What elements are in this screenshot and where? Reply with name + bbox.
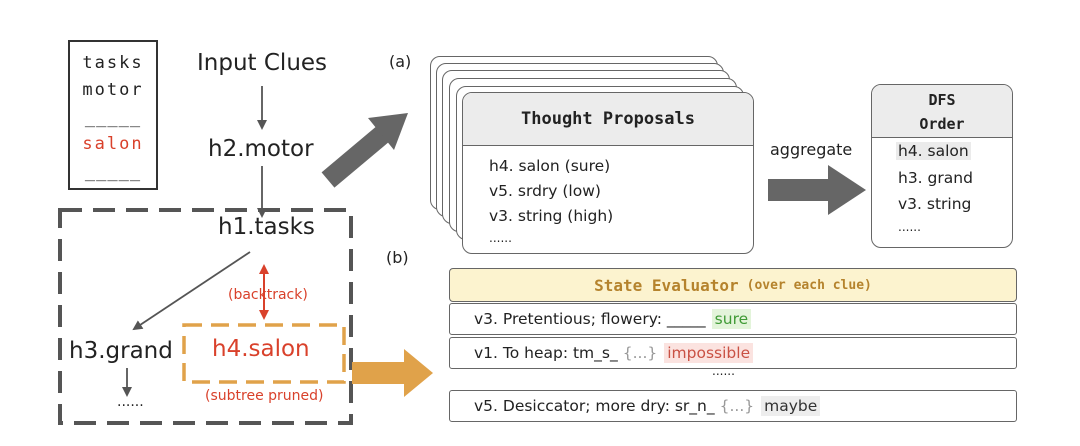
proposal-ellipsis: ......	[489, 231, 512, 245]
node-h2: h2.motor	[208, 136, 314, 162]
h3-children-ellipsis: ......	[117, 394, 144, 410]
thought-proposals-title: Thought Proposals	[463, 93, 753, 146]
evaluator-ellipsis: {...}	[719, 397, 755, 415]
dfs-item: v3. string	[898, 195, 972, 213]
aggregate-label: aggregate	[770, 140, 853, 159]
grid-row: _____	[84, 162, 142, 182]
grid-row: _____	[84, 108, 142, 128]
evaluator-row: v3. Pretentious; flowery: _____ sure	[449, 303, 1017, 335]
proposal-item: v5. srdry (low)	[489, 182, 601, 200]
grid-row: motor	[82, 80, 144, 100]
backtrack-label: (backtrack)	[228, 287, 308, 303]
grid-row-highlighted: salon	[82, 134, 144, 154]
proposal-item: v3. string (high)	[489, 207, 614, 225]
evaluator-clue: v3. Pretentious; flowery: _____	[474, 310, 706, 328]
dfs-region-border	[58, 208, 353, 425]
dfs-order-title: DFS Order	[872, 85, 1012, 138]
evaluator-clue: v5. Desiccator; more dry: sr_n_	[474, 397, 715, 415]
input-clues-label: Input Clues	[197, 50, 328, 76]
orange-arrow-head	[404, 349, 433, 397]
dfs-title-line2: Order	[919, 115, 965, 133]
big-arrow-a-shaft	[321, 125, 391, 188]
state-evaluator-header: State Evaluator (over each clue)	[449, 268, 1017, 302]
evaluator-clue: v1. To heap: tm_s_	[474, 344, 618, 362]
crossword-grid: tasks motor _____ salon _____	[68, 40, 158, 190]
evaluator-ellipsis: {...}	[622, 344, 658, 362]
node-h1: h1.tasks	[218, 214, 315, 240]
evaluator-row: v1. To heap: tm_s_ {...} impossible	[449, 337, 1017, 369]
evaluator-row: v5. Desiccator; more dry: sr_n_ {...} ma…	[449, 390, 1017, 422]
grid-row: tasks	[82, 53, 144, 73]
thought-proposals-card: Thought Proposals h4. salon (sure) v5. s…	[462, 92, 754, 254]
dfs-ellipsis: ......	[898, 220, 921, 234]
state-evaluator-subtitle: (over each clue)	[746, 277, 872, 293]
aggregate-arrow-shaft	[768, 179, 828, 201]
evaluator-between-ellipsis: ......	[712, 364, 735, 378]
pruned-label: (subtree pruned)	[205, 388, 324, 404]
panel-label-a: (a)	[389, 52, 412, 71]
edge-h1-h3	[132, 251, 251, 331]
verdict-maybe: maybe	[761, 396, 821, 416]
dfs-item: h4. salon	[896, 142, 971, 160]
state-evaluator-title: State Evaluator	[594, 275, 739, 295]
panel-label-b: (b)	[386, 248, 409, 267]
dfs-item: h3. grand	[898, 169, 973, 187]
dfs-title-line1: DFS	[928, 91, 956, 109]
node-h4: h4.salon	[212, 336, 310, 362]
verdict-impossible: impossible	[664, 343, 754, 363]
node-h3: h3.grand	[69, 338, 173, 364]
aggregate-arrow-head	[828, 165, 866, 215]
dfs-order-card: DFS Order h4. salon h3. grand v3. string…	[871, 84, 1013, 248]
big-arrow-a-head	[368, 113, 408, 150]
proposal-item: h4. salon (sure)	[489, 157, 611, 175]
verdict-sure: sure	[711, 309, 752, 329]
h4-dashed-box	[182, 323, 346, 384]
orange-arrow-shaft	[352, 362, 404, 384]
